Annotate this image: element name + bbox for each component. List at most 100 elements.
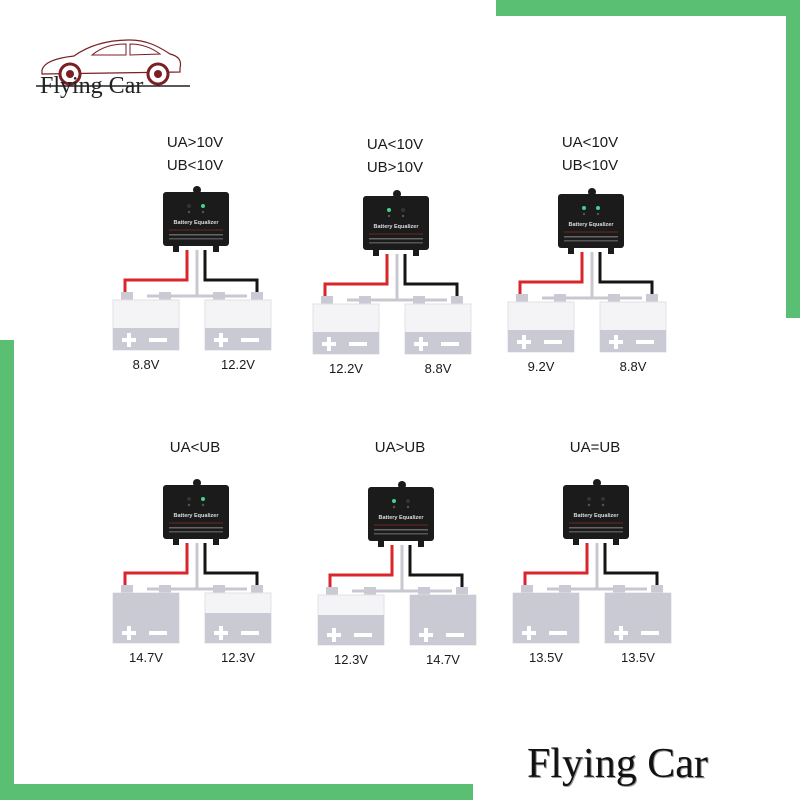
condition-label: UA>10V <box>166 134 224 151</box>
condition-label: UA<10V <box>561 134 619 151</box>
plus-icon <box>522 626 536 640</box>
led-b-icon <box>601 497 605 501</box>
minus-icon <box>241 631 259 635</box>
led-a-icon <box>187 204 191 208</box>
positive-wire <box>323 254 389 296</box>
minus-icon <box>636 340 654 344</box>
diagram-panel-3: UA<10V UB<10V Battery Equalizer <box>490 130 690 390</box>
negative-wire <box>603 543 659 585</box>
battery-a-voltage: 13.5V <box>529 650 563 665</box>
plus-icon <box>609 335 623 349</box>
battery-b <box>604 585 672 644</box>
svg-text:Battery Equalizer: Battery Equalizer <box>374 224 420 230</box>
plus-icon <box>214 626 228 640</box>
negative-wire <box>408 545 464 587</box>
led-a-icon <box>582 206 586 210</box>
positive-wire <box>523 543 589 585</box>
minus-icon <box>241 338 259 342</box>
condition-label: UA>UB <box>374 439 426 456</box>
battery-b-voltage: 13.5V <box>621 650 655 665</box>
condition-label: UA=UB <box>569 439 621 456</box>
condition-label: UB<10V <box>561 157 619 174</box>
condition-label: UB<10V <box>166 157 224 174</box>
battery-b <box>409 587 477 646</box>
plus-icon <box>214 333 228 347</box>
plus-icon <box>327 628 341 642</box>
diagram-panel-5: UA>UB Battery Equalizer <box>300 435 500 695</box>
plus-icon <box>614 626 628 640</box>
diagram-panel-4: UA<UB Battery Equalizer <box>95 435 295 695</box>
minus-icon <box>641 631 659 635</box>
led-b-icon <box>596 206 600 210</box>
frame-left-bar <box>0 340 14 800</box>
battery-equalizer-device: Battery Equalizer <box>163 186 229 252</box>
plus-icon <box>322 337 336 351</box>
battery-a <box>317 587 385 646</box>
minus-icon <box>354 633 372 637</box>
battery-equalizer-device: Battery Equalizer <box>363 190 429 256</box>
svg-text:Battery Equalizer: Battery Equalizer <box>174 513 220 519</box>
battery-equalizer-device: Battery Equalizer <box>563 479 629 545</box>
battery-equalizer-device: Battery Equalizer <box>163 479 229 545</box>
led-a-icon <box>187 497 191 501</box>
svg-text:Battery Equalizer: Battery Equalizer <box>574 513 620 519</box>
led-a-icon <box>387 208 391 212</box>
battery-b <box>204 585 272 644</box>
negative-wire <box>403 254 459 296</box>
led-b-icon <box>201 497 205 501</box>
svg-text:Battery Equalizer: Battery Equalizer <box>379 515 425 521</box>
minus-icon <box>349 342 367 346</box>
battery-a <box>112 585 180 644</box>
frame-top-bar <box>496 0 800 16</box>
positive-wire <box>123 543 189 585</box>
condition-label: UB>10V <box>366 159 424 176</box>
battery-b-voltage: 8.8V <box>619 359 647 374</box>
led-b-icon <box>406 499 410 503</box>
battery-a-voltage: 12.2V <box>329 361 363 376</box>
minus-icon <box>441 342 459 346</box>
battery-b-voltage: 12.2V <box>221 357 255 372</box>
plus-icon <box>414 337 428 351</box>
condition-label: UA<10V <box>366 136 424 153</box>
negative-wire <box>598 252 654 294</box>
battery-a <box>112 292 180 351</box>
minus-icon <box>149 631 167 635</box>
frame-bottom-bar <box>0 784 473 800</box>
battery-b-voltage: 8.8V <box>424 361 452 376</box>
battery-b <box>404 296 472 355</box>
svg-text:Battery Equalizer: Battery Equalizer <box>569 222 615 228</box>
positive-wire <box>518 252 584 294</box>
diagram-panel-2: UA<10V UB>10V Battery Equalizer <box>295 132 495 392</box>
negative-wire <box>203 543 259 585</box>
battery-a <box>312 296 380 355</box>
plus-icon <box>419 628 433 642</box>
led-a-icon <box>392 499 396 503</box>
diagram-panel-1: UA>10V UB<10V Battery Equalizer <box>95 130 295 390</box>
plus-icon <box>122 333 136 347</box>
battery-b <box>204 292 272 351</box>
battery-a-voltage: 12.3V <box>334 652 368 667</box>
plus-icon <box>122 626 136 640</box>
logo-text: Flying Car <box>40 73 144 99</box>
battery-a-voltage: 9.2V <box>527 359 555 374</box>
car-logo-icon <box>36 39 190 87</box>
battery-equalizer-device: Battery Equalizer <box>558 188 624 254</box>
svg-text:Battery Equalizer: Battery Equalizer <box>174 220 220 226</box>
led-a-icon <box>587 497 591 501</box>
plus-icon <box>517 335 531 349</box>
battery-a-voltage: 14.7V <box>129 650 163 665</box>
positive-wire <box>123 250 189 292</box>
frame-right-bar <box>786 0 800 318</box>
led-b-icon <box>401 208 405 212</box>
minus-icon <box>149 338 167 342</box>
battery-a <box>507 294 575 353</box>
minus-icon <box>549 631 567 635</box>
footer-brand-text: Flying Car <box>527 741 708 787</box>
battery-equalizer-device: Battery Equalizer <box>368 481 434 547</box>
led-b-icon <box>201 204 205 208</box>
minus-icon <box>446 633 464 637</box>
negative-wire <box>203 250 259 292</box>
diagram-panel-6: UA=UB Battery Equalizer <box>495 435 695 695</box>
minus-icon <box>544 340 562 344</box>
battery-b-voltage: 12.3V <box>221 650 255 665</box>
